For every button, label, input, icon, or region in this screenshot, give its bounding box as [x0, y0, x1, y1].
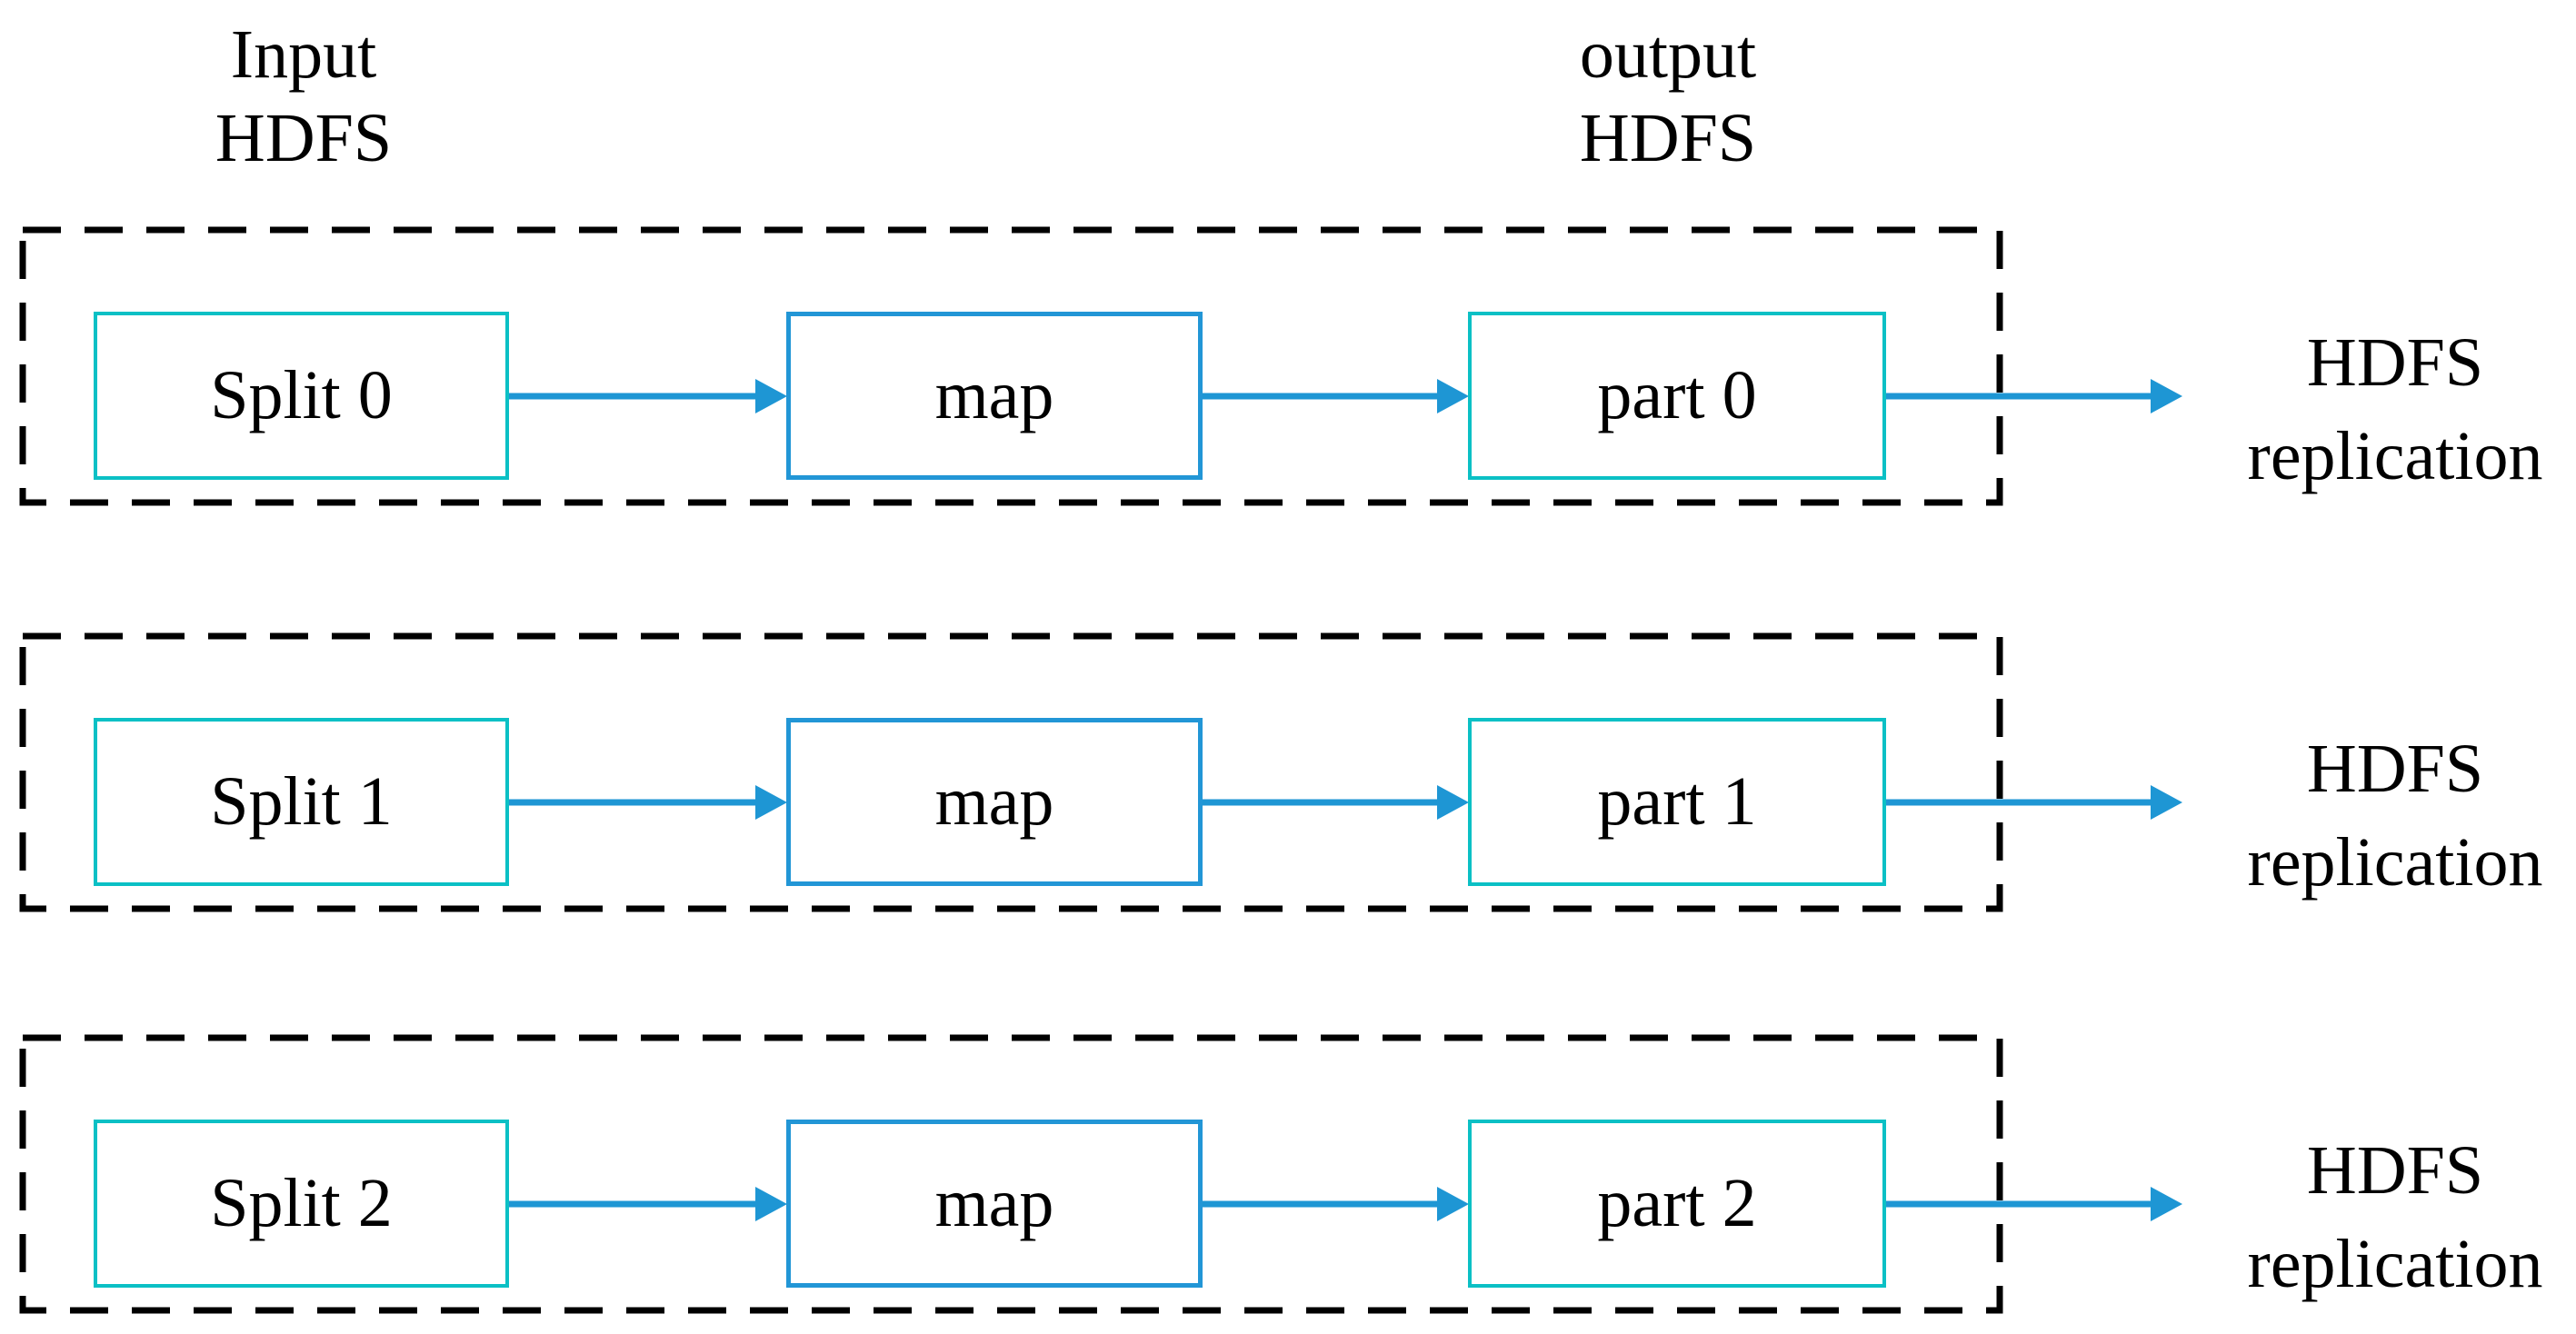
part-2-label: part 2 [1597, 1165, 1757, 1241]
split-0-box: Split 0 [94, 312, 509, 480]
part-2-box: part 2 [1468, 1120, 1886, 1288]
hdfs-replication-row-1-line2: replication [2247, 824, 2543, 901]
arrow-map-to-part0-head [1437, 379, 1469, 413]
split-1-label: Split 1 [210, 763, 393, 840]
task-container-row-2 [19, 1034, 2003, 1314]
hdfs-replication-label-row-0: HDFS replication [2200, 316, 2576, 503]
arrow-part0-to-replication-head [2151, 379, 2182, 413]
input-hdfs-header-line1: Input [230, 16, 377, 93]
map-label-row-1: map [934, 763, 1054, 840]
hdfs-replication-row-2-line2: replication [2247, 1226, 2543, 1302]
arrow-map-to-part2-head [1437, 1187, 1469, 1221]
arrow-map-to-part1-head [1437, 785, 1469, 820]
map-label-row-2: map [934, 1165, 1054, 1241]
arrow-split1-to-map-head [755, 785, 787, 820]
task-container-row-0 [19, 226, 2003, 506]
map-box-row-2: map [786, 1120, 1203, 1288]
part-0-label: part 0 [1597, 357, 1757, 433]
split-1-box: Split 1 [94, 718, 509, 886]
map-box-row-1: map [786, 718, 1203, 886]
output-hdfs-header-line2: HDFS [1579, 100, 1757, 176]
part-1-label: part 1 [1597, 763, 1757, 840]
hdfs-replication-row-0-line1: HDFS [2306, 324, 2484, 401]
input-hdfs-header: Input HDFS [122, 13, 485, 180]
split-2-label: Split 2 [210, 1165, 393, 1241]
arrow-split0-to-map-head [755, 379, 787, 413]
map-box-row-0: map [786, 312, 1203, 480]
map-label-row-0: map [934, 357, 1054, 433]
split-0-label: Split 0 [210, 357, 393, 433]
part-0-box: part 0 [1468, 312, 1886, 480]
task-container-row-1 [19, 632, 2003, 912]
input-hdfs-header-line2: HDFS [215, 100, 393, 176]
hdfs-replication-row-0-line2: replication [2247, 418, 2543, 494]
output-hdfs-header-line1: output [1579, 16, 1757, 93]
split-2-box: Split 2 [94, 1120, 509, 1288]
arrow-part2-to-replication-head [2151, 1187, 2182, 1221]
hdfs-replication-row-1-line1: HDFS [2306, 731, 2484, 807]
hdfs-replication-label-row-1: HDFS replication [2200, 722, 2576, 910]
arrow-part1-to-replication-head [2151, 785, 2182, 820]
arrow-split2-to-map-head [755, 1187, 787, 1221]
output-hdfs-header: output HDFS [1486, 13, 1850, 180]
part-1-box: part 1 [1468, 718, 1886, 886]
hdfs-replication-row-2-line1: HDFS [2306, 1132, 2484, 1209]
hdfs-replication-label-row-2: HDFS replication [2200, 1124, 2576, 1311]
